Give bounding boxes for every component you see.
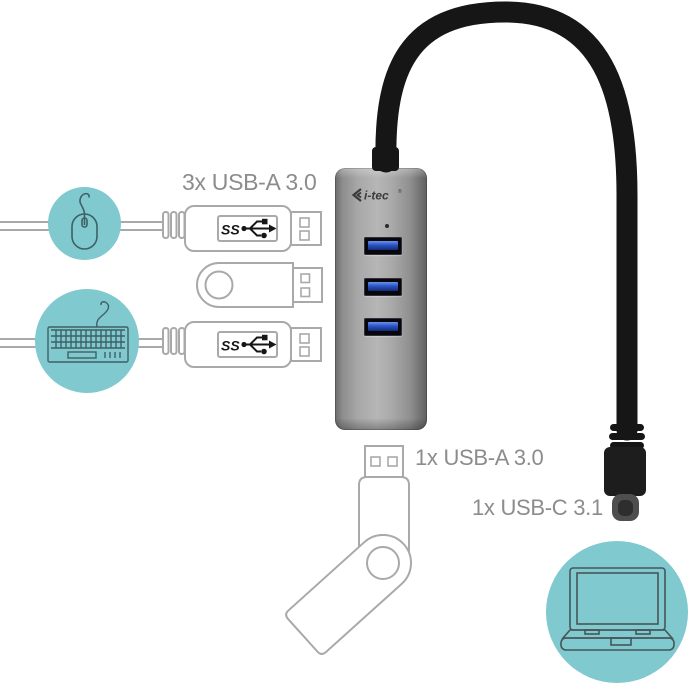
strain-relief-rib <box>178 211 186 239</box>
strain-relief-rib <box>162 211 170 239</box>
usb-a-port-2 <box>364 278 402 296</box>
shell-hole <box>299 346 310 357</box>
shell-hole <box>299 333 310 344</box>
strain-relief-rib <box>162 327 170 355</box>
shell-hole <box>299 230 310 241</box>
itec-logo: i-tec ® <box>351 188 402 203</box>
usb-c-plug <box>604 424 646 521</box>
laptop-badge <box>546 541 688 683</box>
swivel-hinge <box>366 546 400 580</box>
usb-hub-device: i-tec ® <box>335 168 427 430</box>
usb3-ss-text: SS <box>221 338 240 354</box>
drive-ring <box>204 270 234 300</box>
usb-trident-icon <box>241 218 277 239</box>
shell-hole <box>387 456 398 467</box>
usb3-ss-text: SS <box>221 222 240 238</box>
usb-a-plug-drawing-1: SS <box>162 205 322 252</box>
keyboard-icon <box>47 301 129 363</box>
swivel-arm <box>285 534 412 655</box>
usb-port-tongue <box>368 241 398 250</box>
usb-a-plug-drawing-2: SS <box>162 321 322 368</box>
power-led <box>385 224 389 228</box>
usb-trident-icon <box>241 334 277 355</box>
itec-arrow-icon <box>351 188 362 202</box>
mouse-badge <box>48 187 121 260</box>
label-3x-usb-a: 3x USB-A 3.0 <box>182 169 317 195</box>
shell-hole <box>300 287 311 298</box>
shell-hole <box>300 273 311 284</box>
usb-port-tongue <box>368 282 398 291</box>
itec-arrow-icon <box>355 191 362 199</box>
itec-logo-text: i-tec <box>364 189 389 203</box>
label-1x-usb-a: 1x USB-A 3.0 <box>415 445 544 470</box>
laptop-icon <box>560 567 675 651</box>
shell-hole <box>370 456 381 467</box>
strain-relief-rib <box>178 327 186 355</box>
strain-relief-rib <box>170 327 178 355</box>
mouse-icon <box>71 192 98 250</box>
flash-drive-drawing-horizontal <box>196 262 323 308</box>
usb-a-port-3 <box>364 318 402 336</box>
flash-drive-drawing-swivel <box>285 445 412 655</box>
usb-a-port-1 <box>364 237 402 255</box>
keyboard-badge <box>35 289 139 393</box>
usb-c-tip <box>612 494 639 521</box>
strain-relief-rib <box>170 211 178 239</box>
label-1x-usb-c: 1x USB-C 3.1 <box>472 495 603 520</box>
usb-port-tongue <box>368 322 398 331</box>
shell-hole <box>299 217 310 228</box>
itec-reg-mark: ® <box>398 188 402 195</box>
